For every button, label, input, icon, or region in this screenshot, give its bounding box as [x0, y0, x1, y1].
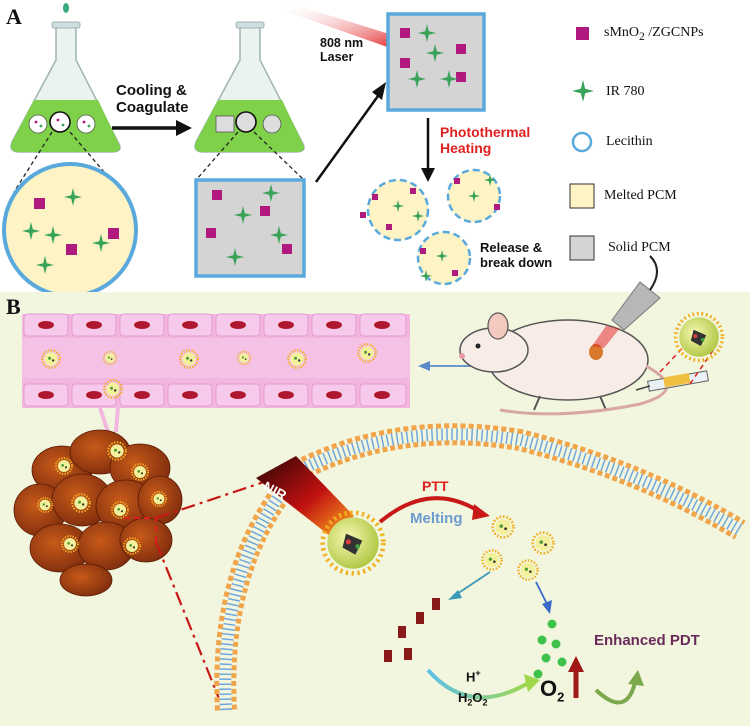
released-droplets — [360, 168, 502, 286]
melting-label: Melting — [410, 510, 463, 527]
legend-smno2-label: sMnO — [604, 25, 640, 40]
panel-b-letter: B — [6, 294, 21, 319]
ptt-arrow — [378, 496, 490, 524]
nir-beam — [256, 456, 354, 536]
mno2-fragments — [384, 598, 440, 662]
cooling-line2: Coagulate — [116, 99, 189, 116]
o2-bubbles — [533, 619, 567, 679]
h2o2-sub1: 2 — [467, 697, 473, 708]
h2o2-o: O — [472, 690, 483, 705]
photothermal-line1: Photothermal — [440, 124, 531, 140]
laser-label: 808 nm Laser — [320, 36, 363, 64]
flask-right — [194, 21, 305, 153]
legend-icons — [569, 27, 595, 261]
h-plus-h: H — [466, 669, 476, 685]
laser-line1: 808 nm — [320, 36, 364, 50]
legend-item-smno2: sMnO2 /ZGCNPs — [604, 25, 704, 43]
h2o2-h: H — [458, 690, 468, 705]
cooling-label: Cooling & Coagulate — [116, 82, 189, 116]
h2o2-label: H2O2 — [458, 690, 488, 708]
laser-beam — [282, 2, 402, 50]
photothermal-line2: Heating — [440, 140, 492, 156]
arrow-to-laser-box — [314, 82, 386, 183]
mouse-illustration — [459, 255, 725, 416]
ptt-label: PTT — [422, 478, 449, 494]
h-plus-sup: + — [475, 668, 481, 678]
release-line2: break down — [480, 255, 553, 270]
legend-item-melted-pcm: Melted PCM — [604, 188, 677, 203]
legend-item-solid-pcm: Solid PCM — [608, 240, 671, 255]
blue-circle-icon — [571, 131, 593, 153]
laser-line2: Laser — [320, 50, 354, 64]
magenta-square-icon — [576, 27, 589, 40]
green-star-icon — [572, 80, 594, 102]
solid-pcm-box — [194, 178, 306, 278]
cooling-line1: Cooling & — [116, 82, 187, 99]
panel-a-letter: A — [6, 4, 22, 29]
legend-item-lecithin: Lecithin — [606, 134, 653, 149]
photothermal-label: Photothermal Heating — [440, 124, 530, 156]
blood-vessel — [22, 313, 410, 408]
flask-left — [10, 3, 121, 153]
laser-pcm-box — [386, 12, 486, 112]
reaction-arrows — [426, 656, 644, 705]
split-arrows — [448, 571, 552, 614]
o2-label: O2 — [540, 676, 564, 704]
o2-sub: 2 — [557, 689, 565, 705]
o2-o: O — [540, 676, 558, 701]
h2o2-sub2: 2 — [482, 697, 488, 708]
enhanced-pdt-label: Enhanced PDT — [594, 632, 700, 649]
arrow-cooling — [112, 120, 192, 136]
tumor-cluster — [13, 405, 183, 597]
arrow-photothermal — [421, 118, 435, 182]
gray-box-icon — [569, 235, 595, 261]
h-plus-label: H+ — [466, 668, 481, 684]
release-label: Release & break down — [480, 240, 552, 270]
legend-item-ir780: IR 780 — [606, 84, 645, 99]
cell-membrane — [214, 423, 746, 711]
yellow-box-icon — [569, 183, 595, 209]
release-line1: Release & — [480, 240, 543, 255]
legend-smno2-sub: 2 — [639, 29, 645, 43]
melted-droplet-zoom — [2, 162, 138, 298]
legend-smno2-suffix: /ZGCNPs — [644, 25, 704, 40]
